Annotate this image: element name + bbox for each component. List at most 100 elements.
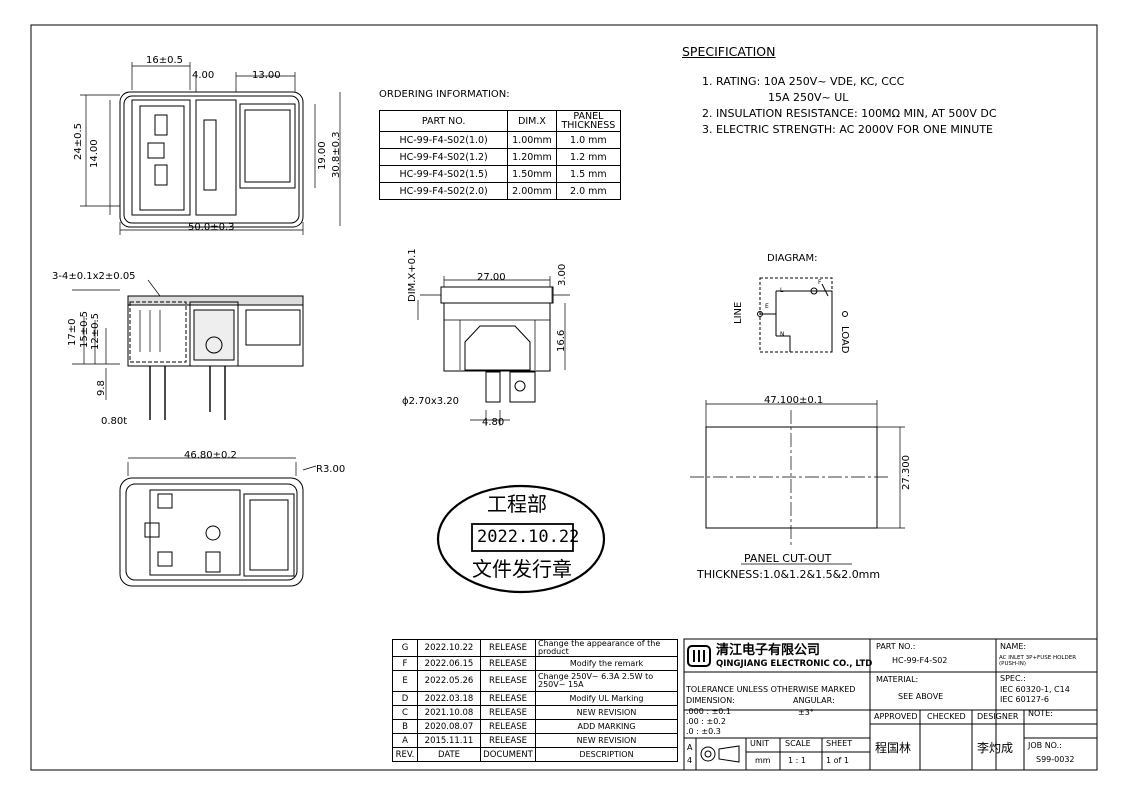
table-row: HC-99-F4-S02(1.2) 1.20mm 1.2 mm — [378, 148, 622, 166]
sheet-label: SHEET — [826, 739, 853, 748]
ordering-cell: 1.2 mm — [555, 148, 622, 166]
ordering-header: DIM.X — [507, 110, 557, 132]
ordering-header: PANEL THICKNESS — [555, 110, 622, 132]
panel-thickness: THICKNESS:1.0&1.2&1.5&2.0mm — [697, 568, 881, 581]
side-section-view — [72, 279, 304, 420]
revision-cell: G — [392, 639, 418, 657]
revision-cell: Change 250V~ 6.3A 2.5W to 250V~ 15A — [535, 670, 678, 692]
ordering-cell: 1.20mm — [507, 148, 557, 166]
diagram-l: L — [780, 287, 784, 294]
revision-cell: 2022.05.26 — [417, 670, 481, 692]
diagram-n: N — [780, 331, 785, 338]
designer-name: 李灼成 — [977, 741, 1014, 755]
material-label: MATERIAL: — [876, 675, 919, 684]
checked-label: CHECKED — [927, 712, 966, 721]
table-row: B 2020.08.07 RELEASE ADD MARKING — [392, 719, 678, 734]
approved-label: APPROVED — [874, 712, 918, 721]
angular-label: ANGULAR: — [793, 696, 835, 705]
diagram-line-label: LINE — [733, 301, 744, 324]
table-row: HC-99-F4-S02(2.0) 2.00mm 2.0 mm — [378, 182, 622, 200]
revision-cell: 2022.03.18 — [417, 691, 481, 706]
company-logo-icon — [687, 645, 711, 667]
panel-cutout — [690, 400, 905, 565]
spec-value-2: IEC 60127-6 — [1000, 695, 1049, 704]
dim-50: 50.0±0.3 — [188, 222, 235, 233]
dim-19: 19.00 — [317, 141, 328, 170]
revision-cell: Change the appearance of the product — [535, 639, 678, 657]
dim-14: 14.00 — [89, 139, 100, 168]
revision-header: DATE — [417, 747, 481, 762]
dim-24: 24±0.5 — [73, 122, 84, 160]
ordering-header: PART NO. — [378, 110, 509, 132]
sheet-value: 1 of 1 — [826, 756, 849, 765]
revision-header: REV. — [392, 747, 418, 762]
front-view — [80, 62, 341, 235]
dim-screw: 3-4±0.1x2±0.05 — [52, 271, 136, 282]
material-value: SEE ABOVE — [898, 692, 944, 701]
revision-cell: RELEASE — [480, 639, 536, 657]
projection-symbol-icon — [700, 745, 740, 763]
revision-cell: B — [392, 719, 418, 734]
revision-cell: Modify the remark — [535, 656, 678, 671]
scale-value: 1 : 1 — [788, 756, 806, 765]
projection-4: 4 — [687, 756, 693, 765]
projection-a: A — [687, 743, 693, 752]
approver-name: 程国林 — [875, 741, 912, 755]
unit-value: mm — [755, 756, 771, 765]
dim-hole: ϕ2.70x3.20 — [402, 396, 460, 407]
designer-label: DESIGNER — [977, 712, 1019, 721]
dim-16: 16±0.5 — [146, 55, 184, 66]
revision-cell: 2020.08.07 — [417, 719, 481, 734]
company-name-cn: 清江电子有限公司 — [716, 643, 821, 658]
dim-27: 27.00 — [477, 272, 506, 283]
dim-46-80: 46.80±0.2 — [184, 450, 237, 461]
tolerance-3: .0 : ±0.3 — [686, 727, 721, 736]
stamp-date: 2022.10.22 — [477, 527, 580, 547]
diagram-load-label: LOAD — [839, 326, 850, 354]
revision-cell: RELEASE — [480, 733, 536, 748]
table-row: REV. DATE DOCUMENT DESCRIPTION — [392, 747, 678, 762]
angular-tolerance: ±3° — [798, 708, 814, 717]
stamp-issue: 文件发行章 — [472, 557, 572, 581]
revision-cell: D — [392, 691, 418, 706]
revision-cell: NEW REVISION — [535, 733, 678, 748]
revision-cell: RELEASE — [480, 670, 536, 692]
part-no-label: PART NO.: — [876, 642, 916, 651]
table-row: F 2022.06.15 RELEASE Modify the remark — [392, 656, 678, 671]
ordering-cell: 1.00mm — [507, 131, 557, 149]
ordering-cell: HC-99-F4-S02(1.2) — [378, 148, 509, 166]
revision-cell: C — [392, 705, 418, 720]
middle-side-view — [417, 276, 570, 426]
dim-27-3: 27.300 — [901, 455, 912, 490]
specification-title: SPECIFICATION — [682, 44, 776, 59]
spec-insulation: 2. INSULATION RESISTANCE: 100MΩ MIN, AT … — [702, 107, 997, 120]
revision-cell: RELEASE — [480, 719, 536, 734]
revision-cell: NEW REVISION — [535, 705, 678, 720]
revision-cell: ADD MARKING — [535, 719, 678, 734]
revision-cell: E — [392, 670, 418, 692]
revision-cell: 2015.11.11 — [417, 733, 481, 748]
table-row: D 2022.03.18 RELEASE Modify UL Marking — [392, 691, 678, 706]
revision-cell: A — [392, 733, 418, 748]
dim-30-8: 30.8±0.3 — [331, 131, 342, 178]
revision-table: G 2022.10.22 RELEASE Change the appearan… — [392, 639, 678, 762]
release-stamp — [436, 484, 606, 594]
panel-cutout-title: PANEL CUT-OUT — [744, 552, 832, 565]
name-value: AC INLET 3P+FUSE HOLDER (PUSH-IN) — [999, 655, 1077, 667]
revision-cell: RELEASE — [480, 656, 536, 671]
job-no-label: JOB NO.: — [1028, 741, 1062, 750]
wiring-diagram — [757, 277, 848, 353]
company-name-en: QINGJIANG ELECTRONIC CO., LTD — [716, 659, 873, 669]
dim-12: 12±0.5 — [90, 312, 101, 350]
dim-r3: R3.00 — [316, 464, 346, 475]
tolerance-text: TOLERANCE UNLESS OTHERWISE MARKED — [686, 685, 856, 694]
spec-rating: 1. RATING: 10A 250V~ VDE, KC, CCC — [702, 75, 905, 88]
unit-label: UNIT — [750, 739, 770, 748]
dim-16-6: 16.6 — [556, 329, 567, 352]
spec-rating-ul: 15A 250V~ UL — [768, 91, 849, 104]
ordering-cell: 1.0 mm — [555, 131, 622, 149]
dim-13: 13.00 — [252, 70, 281, 81]
ordering-title: ORDERING INFORMATION: — [379, 89, 510, 100]
ordering-cell: 2.00mm — [507, 182, 557, 200]
